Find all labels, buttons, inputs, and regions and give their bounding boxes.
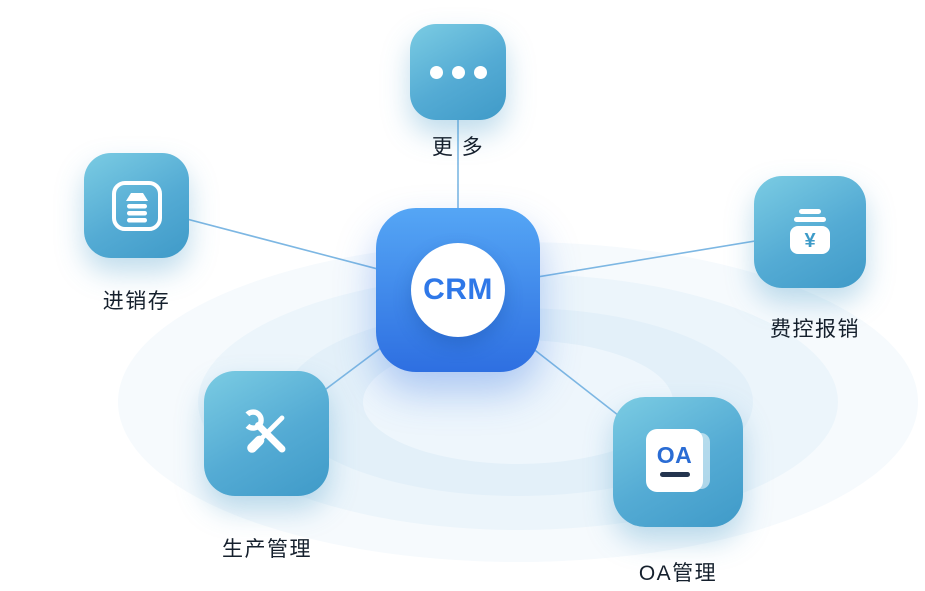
yen-symbol: ¥ — [804, 230, 816, 252]
oa-book-front-page: OA — [646, 429, 703, 492]
node-production — [204, 371, 329, 496]
oa-icon-underline — [659, 472, 690, 477]
crm-label: CRM — [423, 273, 493, 306]
ellipsis-dot — [473, 65, 487, 79]
oa-icon-text: OA — [656, 442, 693, 468]
money-yen-icon: ¥ — [790, 209, 830, 254]
node-inventory-label: 进销存 — [102, 290, 171, 313]
ellipsis-icon — [429, 65, 487, 79]
crm-badge-circle: CRM — [411, 243, 505, 337]
node-expense: ¥ — [754, 176, 866, 288]
node-oa: OA — [613, 397, 743, 527]
node-expense-label: 费控报销 — [770, 318, 860, 341]
warehouse-icon — [111, 180, 162, 231]
node-more-label: 更 多 — [431, 136, 485, 159]
oa-book-icon: OA — [643, 429, 713, 495]
tools-icon — [241, 408, 285, 453]
node-production-label: 生产管理 — [222, 538, 312, 561]
node-crm-center: CRM — [376, 208, 540, 372]
ellipsis-dot — [429, 65, 443, 79]
node-inventory — [84, 153, 189, 258]
node-oa-label: OA管理 — [638, 562, 718, 585]
ellipsis-dot — [451, 65, 465, 79]
node-more — [410, 24, 506, 120]
